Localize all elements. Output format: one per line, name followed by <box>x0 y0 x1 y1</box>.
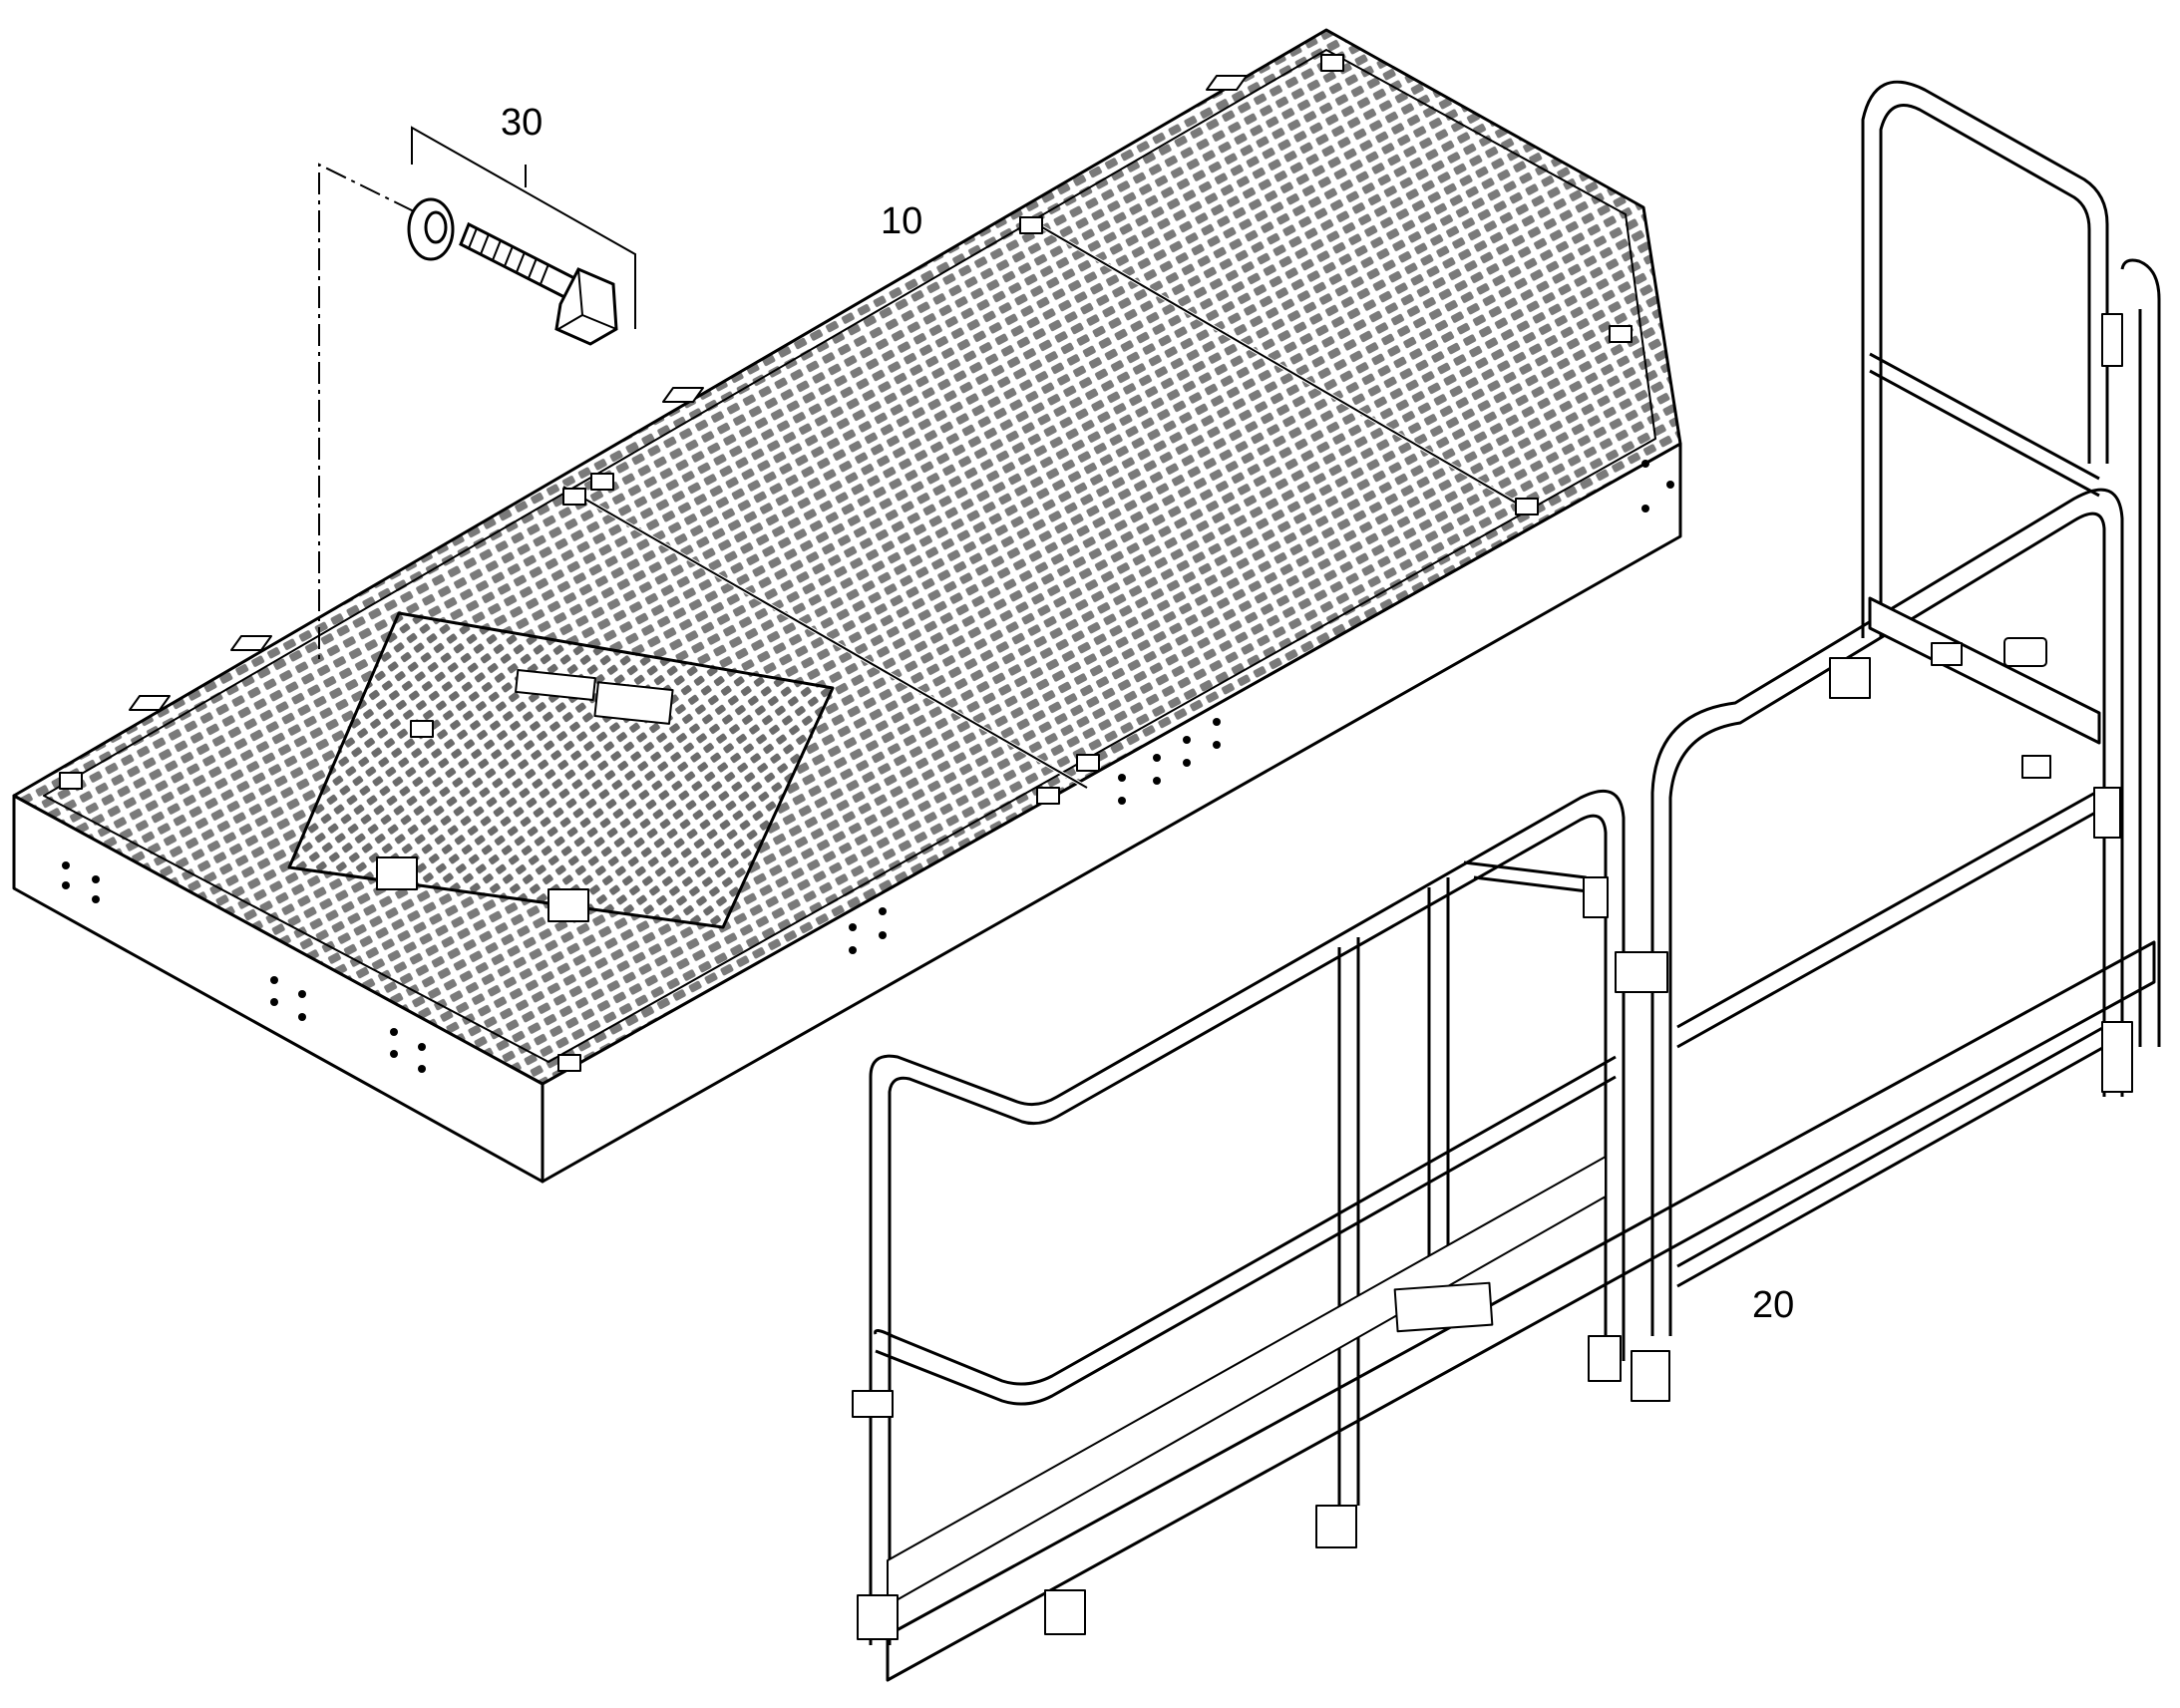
platform-rim <box>43 49 1656 1063</box>
callout-bracket <box>411 126 636 329</box>
grating-seam <box>562 486 1088 789</box>
gate-rail <box>1676 786 2105 1049</box>
railing-base-plate <box>886 940 2156 1682</box>
rear-handrail-midrail <box>1869 352 2100 498</box>
front-handrail-top <box>869 789 1626 1645</box>
railing-clamps <box>852 313 2133 1640</box>
front-rail-base <box>887 1156 1607 1606</box>
gate-frame-inner <box>1668 512 2106 1336</box>
nameplate <box>1931 642 1963 666</box>
hatch-hinges <box>376 720 589 922</box>
hatch-hinge-plate <box>593 681 674 725</box>
rear-handrail <box>1861 80 2109 638</box>
rear-handrail-inner <box>1879 104 2091 638</box>
front-midrail-inner <box>875 1075 1617 1406</box>
grating-clamps <box>59 54 1633 1072</box>
gate-frame <box>1650 488 2124 1336</box>
wall-holes <box>62 460 1674 1073</box>
railing-side-panel <box>1868 596 2101 745</box>
callout-platform: 10 <box>881 200 923 242</box>
hatch-handle-slot <box>515 668 596 702</box>
callout-bolt-set: 30 <box>501 102 544 144</box>
front-midrail <box>874 1055 1617 1386</box>
side-post <box>2120 258 2161 1047</box>
edge-tabs <box>129 75 1248 711</box>
hex-bolt-icon <box>459 221 618 346</box>
washer-icon <box>407 197 455 261</box>
platform-grating-deck <box>12 28 1682 1184</box>
handrail-assembly <box>852 80 2161 1682</box>
grating-seam <box>1036 223 1527 510</box>
bolt-and-washer-set <box>318 126 636 663</box>
callout-railing: 20 <box>1752 1284 1795 1326</box>
front-handrail-top-inner <box>888 814 1608 1645</box>
gate-bottom-rail <box>1676 1025 2105 1288</box>
hatch-cover <box>287 611 835 929</box>
assembly-centerline <box>318 163 415 663</box>
rear-strut <box>1463 860 1598 894</box>
